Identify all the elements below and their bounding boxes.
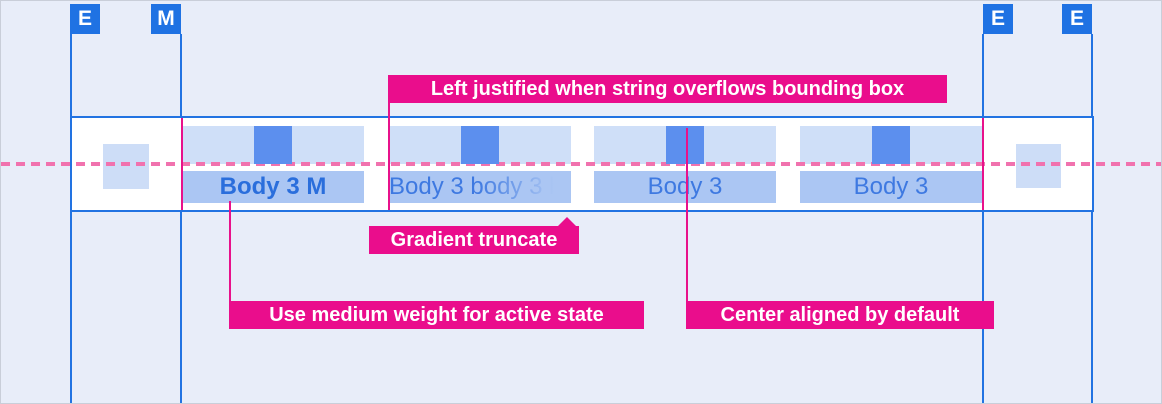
tab-overflowing[interactable]: Body 3 body 3 b <box>389 118 571 210</box>
redline-overflow <box>387 103 390 210</box>
grid-line-bar-left-edge <box>69 34 72 403</box>
tab-icon-placeholder <box>461 126 499 164</box>
left-icon-placeholder <box>103 144 149 189</box>
spacing-marker-edge-inner: E <box>983 4 1013 34</box>
grid-line-content-end <box>981 34 984 403</box>
gradient-truncate-fade <box>476 171 571 203</box>
right-icon-placeholder <box>1016 144 1061 188</box>
tab-icon-placeholder <box>872 126 910 164</box>
redline-content-start <box>180 118 183 210</box>
grid-line-bar-right-edge <box>1090 34 1093 403</box>
redline-content-end <box>981 118 984 210</box>
tab-default-2[interactable]: Body 3 <box>800 118 982 210</box>
tab-icon-placeholder <box>666 126 704 164</box>
spacing-marker-edge-left: E <box>70 4 100 34</box>
redline-medium-weight <box>228 201 231 301</box>
callout-medium-weight: Use medium weight for active state <box>229 301 644 329</box>
redline-center-align <box>685 128 688 301</box>
tab-label: Body 3 <box>800 171 982 203</box>
tab-active[interactable]: Body 3 M <box>182 118 364 210</box>
tab-icon-placeholder <box>254 126 292 164</box>
baseline-dashed-line <box>1 162 1161 166</box>
grid-line-content-start <box>179 34 182 403</box>
callout-gradient-truncate: Gradient truncate <box>369 226 579 254</box>
tab-default-1[interactable]: Body 3 <box>594 118 776 210</box>
callout-pointer-up-icon <box>557 217 577 227</box>
callout-left-justified: Left justified when string overflows bou… <box>388 75 947 103</box>
callout-center-aligned: Center aligned by default <box>686 301 994 329</box>
spacing-marker-margin: M <box>151 4 181 34</box>
spacing-marker-edge-right: E <box>1062 4 1092 34</box>
tab-label: Body 3 M <box>182 171 364 203</box>
tab-label: Body 3 <box>594 171 776 203</box>
